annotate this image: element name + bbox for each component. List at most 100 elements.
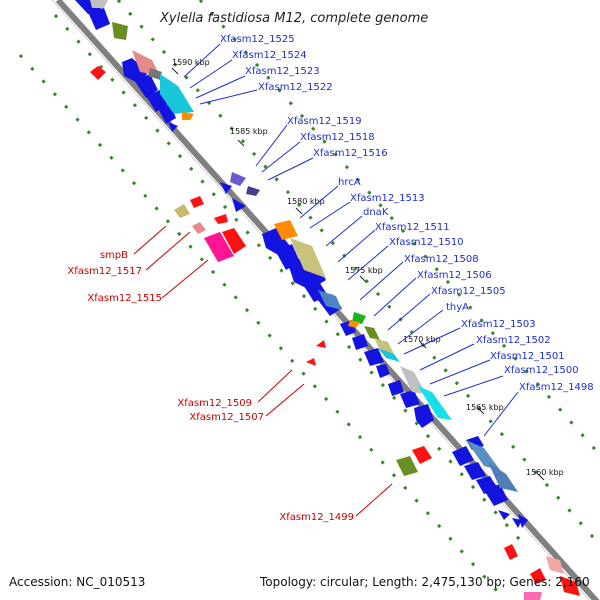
- map-title: Xylella fastidiosa M12, complete genome: [159, 11, 428, 26]
- gene-block-salmon-2: [192, 222, 206, 234]
- gene-arrow-red: [412, 446, 432, 464]
- gene-arrow: [134, 74, 158, 98]
- tick-label: 1565 kbp: [466, 403, 504, 412]
- gene-label[interactable]: Xfasm12_1513: [350, 193, 425, 204]
- gene-arrow: [388, 380, 404, 396]
- gene-label[interactable]: Xfasm12_1522: [258, 82, 333, 93]
- gene-arrow-red: [90, 66, 106, 80]
- gene-arrow: [452, 446, 474, 466]
- tick-label: 1575 kbp: [345, 266, 383, 275]
- gene-label[interactable]: Xfasm12_1519: [287, 116, 362, 127]
- tick-label: 1580 kbp: [287, 197, 325, 206]
- gene-label[interactable]: dnaK: [363, 207, 389, 218]
- scale-ticks: 1590 kbp 1585 kbp 1580 kbp 1575 kbp 1570…: [171, 58, 564, 481]
- gene-label[interactable]: Xfasm12_1524: [232, 50, 307, 61]
- gene-block-khaki-2: [374, 338, 394, 354]
- gene-block-olive: [112, 22, 128, 40]
- gene-arrow: [168, 122, 178, 132]
- gene-arrow-red: [530, 568, 546, 584]
- gene-label[interactable]: Xfasm12_1502: [476, 335, 551, 346]
- gene-arrow-red: [222, 228, 246, 254]
- gene-label[interactable]: Xfasm12_1500: [504, 365, 579, 376]
- gene-label[interactable]: Xfasm12_1509: [177, 398, 252, 409]
- gene-block-khaki: [290, 238, 326, 278]
- dotted-tracks: [18, 0, 600, 600]
- track-dots-outer-left: [18, 54, 507, 600]
- gene-block-pink-2: [546, 556, 564, 574]
- gene-arrow: [400, 390, 420, 408]
- gene-block-cyan-2: [378, 348, 400, 362]
- gene-arrow-red: [190, 196, 204, 208]
- gene-arrow: [484, 484, 508, 506]
- gene-arrow: [352, 334, 368, 350]
- gene-label[interactable]: Xfasm12_1499: [279, 512, 354, 523]
- gene-label[interactable]: Xfasm12_1516: [313, 148, 388, 159]
- gene-label[interactable]: Xfasm12_1517: [67, 266, 142, 277]
- gene-label[interactable]: smpB: [100, 250, 128, 261]
- gene-arrow: [232, 198, 246, 212]
- red-gene-labels: smpB Xfasm12_1517 Xfasm12_1515 Xfasm12_1…: [67, 250, 354, 523]
- track-dots-inner-right: [116, 0, 600, 546]
- gene-arrow: [88, 8, 110, 30]
- gene-label[interactable]: Xfasm12_1510: [389, 237, 464, 248]
- gene-block-orange-2: [274, 220, 298, 240]
- gene-block-smpb: [174, 204, 190, 218]
- gene-arrow: [512, 518, 522, 528]
- red-leader-lines: [133, 225, 393, 517]
- gene-label[interactable]: Xfasm12_1507: [189, 412, 264, 423]
- blue-leader-lines: [183, 43, 519, 437]
- topology-text: Topology: circular; Length: 2,475,130 bp…: [259, 575, 590, 589]
- gene-arrow: [518, 514, 528, 528]
- gene-arrow: [376, 364, 390, 378]
- gene-label[interactable]: Xfasm12_1505: [431, 286, 506, 297]
- gene-label[interactable]: Xfasm12_1511: [375, 222, 450, 233]
- gene-block-olive-2: [364, 326, 380, 340]
- gene-label[interactable]: Xfasm12_1515: [87, 293, 162, 304]
- gene-block-orange: [182, 112, 194, 120]
- gene-block-slate: [230, 172, 246, 186]
- gene-arrow-red: [504, 544, 518, 560]
- gene-label[interactable]: Xfasm12_1498: [519, 382, 594, 393]
- gene-arrow-red: [316, 340, 326, 348]
- tick-label: 1585 kbp: [230, 127, 268, 136]
- tick-label: 1570 kbp: [403, 335, 441, 344]
- gene-label[interactable]: Xfasm12_1506: [417, 270, 492, 281]
- gene-block-cyan-3: [418, 386, 452, 420]
- gene-label[interactable]: Xfasm12_1523: [245, 66, 320, 77]
- gene-arrow-red: [306, 358, 316, 366]
- gene-block-green: [352, 312, 366, 324]
- gene-blocks: [90, 0, 518, 492]
- tick-label: 1560 kbp: [526, 468, 564, 477]
- gene-label[interactable]: Xfasm12_1508: [404, 254, 479, 265]
- gene-block-pink: [524, 592, 542, 600]
- gene-block-steelblue: [318, 290, 342, 310]
- gene-label[interactable]: thyA: [446, 302, 469, 313]
- gene-label[interactable]: Xfasm12_1503: [461, 319, 536, 330]
- blue-gene-labels: Xfasm12_1525 Xfasm12_1524 Xfasm12_1523 X…: [220, 34, 594, 393]
- gene-label[interactable]: Xfasm12_1525: [220, 34, 295, 45]
- gene-arrow: [364, 348, 384, 366]
- gene-arrow: [498, 510, 510, 520]
- gene-label[interactable]: hrcA: [338, 177, 361, 188]
- accession-text: Accession: NC_010513: [9, 575, 145, 589]
- gene-label[interactable]: Xfasm12_1501: [490, 351, 565, 362]
- gene-block-steelblue-2: [466, 440, 500, 470]
- gene-block-orange-3: [348, 320, 360, 328]
- gene-arrow: [414, 404, 434, 428]
- gene-arrow: [464, 462, 486, 480]
- tick-label: 1590 kbp: [172, 58, 210, 67]
- gene-label[interactable]: Xfasm12_1518: [300, 132, 375, 143]
- gene-arrow-red: [214, 214, 228, 224]
- gene-block-magenta: [204, 232, 234, 262]
- gene-block-cyan: [160, 74, 194, 114]
- gene-block-darkgrey: [148, 68, 162, 80]
- gene-arrow-red: [560, 576, 580, 596]
- gene-arrow: [220, 182, 232, 194]
- gene-arrows-forward: [75, 0, 522, 528]
- gene-blocks-reverse: [90, 66, 580, 600]
- gene-block-grey: [90, 0, 108, 8]
- gene-block-olive-3: [396, 456, 418, 476]
- gene-block-darkslate: [246, 186, 260, 196]
